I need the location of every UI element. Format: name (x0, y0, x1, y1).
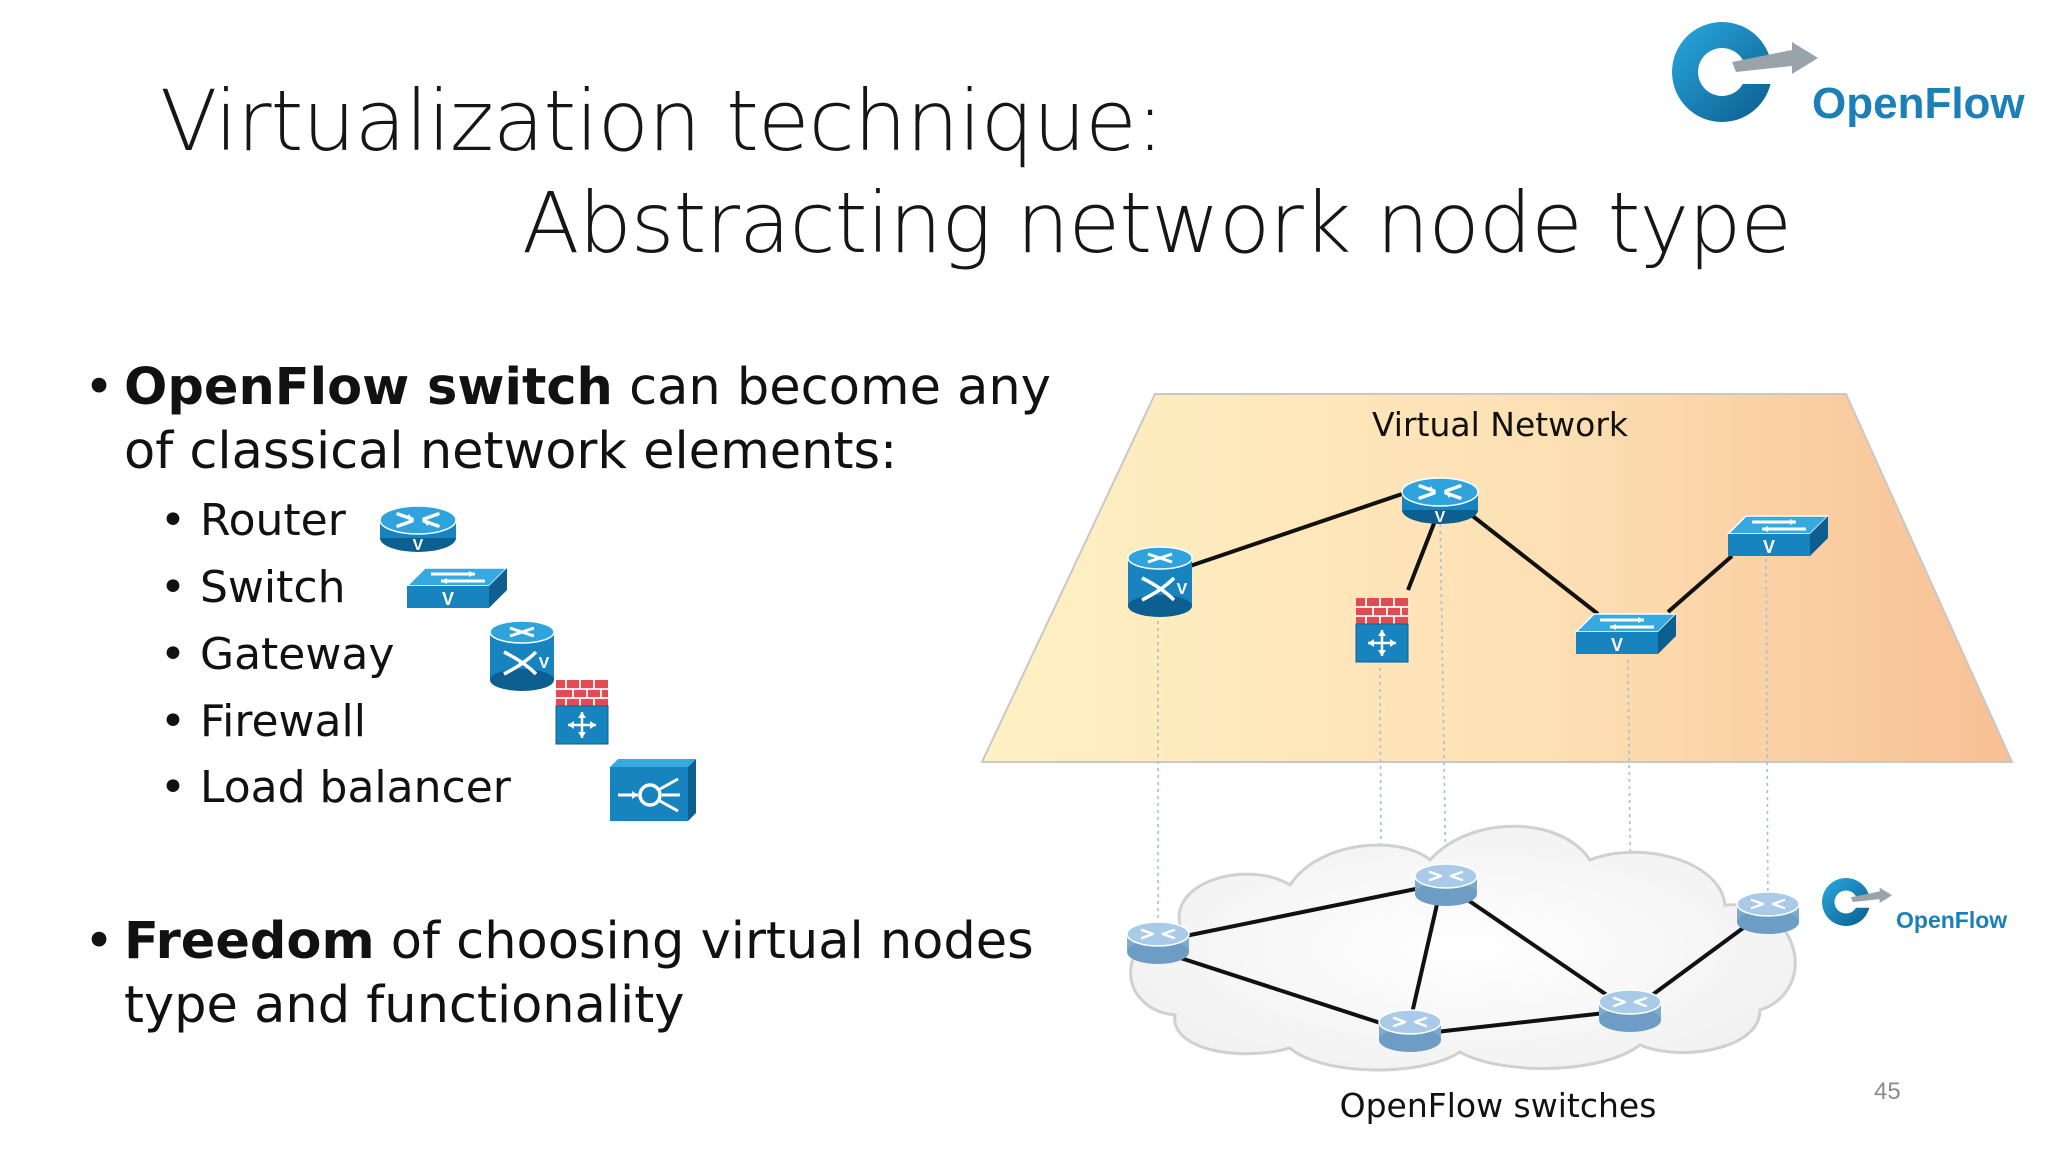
slide-title-line-1: Virtualization technique: (160, 72, 1164, 170)
virtual-firewall-node (1354, 596, 1410, 664)
sub-item-label: Load balancer (200, 762, 511, 813)
openflow-switch-node (1413, 862, 1479, 908)
sub-item-label: Gateway (200, 629, 395, 680)
openflow-switches-label: OpenFlow switches (1340, 1086, 1657, 1125)
openflow-small-logo: OpenFlow (1822, 878, 2007, 933)
gateway-icon (488, 619, 556, 693)
openflow-logo: OpenFlow (1672, 22, 2025, 128)
physical-links (1155, 882, 1756, 1036)
bullet-openflow-switch: • OpenFlow switch can become any of clas… (84, 356, 1064, 484)
virtual-network-plane (980, 393, 2014, 763)
slide-title-line-2: Abstracting network node type (522, 174, 1792, 272)
sub-item-label: Router (200, 495, 346, 546)
sub-item-gateway: •Gateway (160, 629, 395, 680)
bullet-text: of choosing virtual nodes type and funct… (124, 912, 1034, 1035)
bullet-bold-text: Freedom (124, 912, 375, 971)
virtual-network-label: Virtual Network (1372, 405, 1629, 444)
sub-item-router: •Router (160, 495, 346, 546)
virtual-gateway-node (1126, 545, 1194, 619)
sub-item-firewall: •Firewall (160, 696, 366, 747)
sub-item-load-balancer: •Load balancer (160, 762, 511, 813)
virtual-router-node (1400, 476, 1480, 528)
virtual-switch-node (1574, 612, 1678, 657)
bullet-freedom: • Freedom of choosing virtual nodes type… (84, 910, 1064, 1038)
bullet-bold-text: OpenFlow switch (124, 358, 613, 417)
bullet-text: can become any of classical network elem… (124, 358, 1051, 481)
sub-item-switch: •Switch (160, 562, 346, 613)
load-balancer-icon (608, 757, 698, 823)
openflow-logo-text: OpenFlow (1812, 79, 2025, 128)
openflow-switch-node (1377, 1008, 1443, 1054)
openflow-switch-node (1735, 890, 1801, 936)
sub-item-label: Switch (200, 562, 346, 613)
firewall-icon (554, 678, 610, 746)
openflow-switch-node (1597, 988, 1663, 1034)
bullet-dot: • (84, 358, 115, 417)
page-number: 45 (1874, 1078, 1901, 1105)
router-icon (378, 504, 458, 556)
sub-item-label: Firewall (200, 696, 366, 747)
virtual-switch-node-right (1726, 514, 1830, 559)
switch-icon (405, 566, 509, 611)
bullet-dot: • (84, 912, 115, 971)
openflow-small-logo-text: OpenFlow (1896, 907, 2007, 933)
openflow-switch-node (1125, 920, 1191, 966)
physical-network-cloud (1129, 824, 1797, 1072)
